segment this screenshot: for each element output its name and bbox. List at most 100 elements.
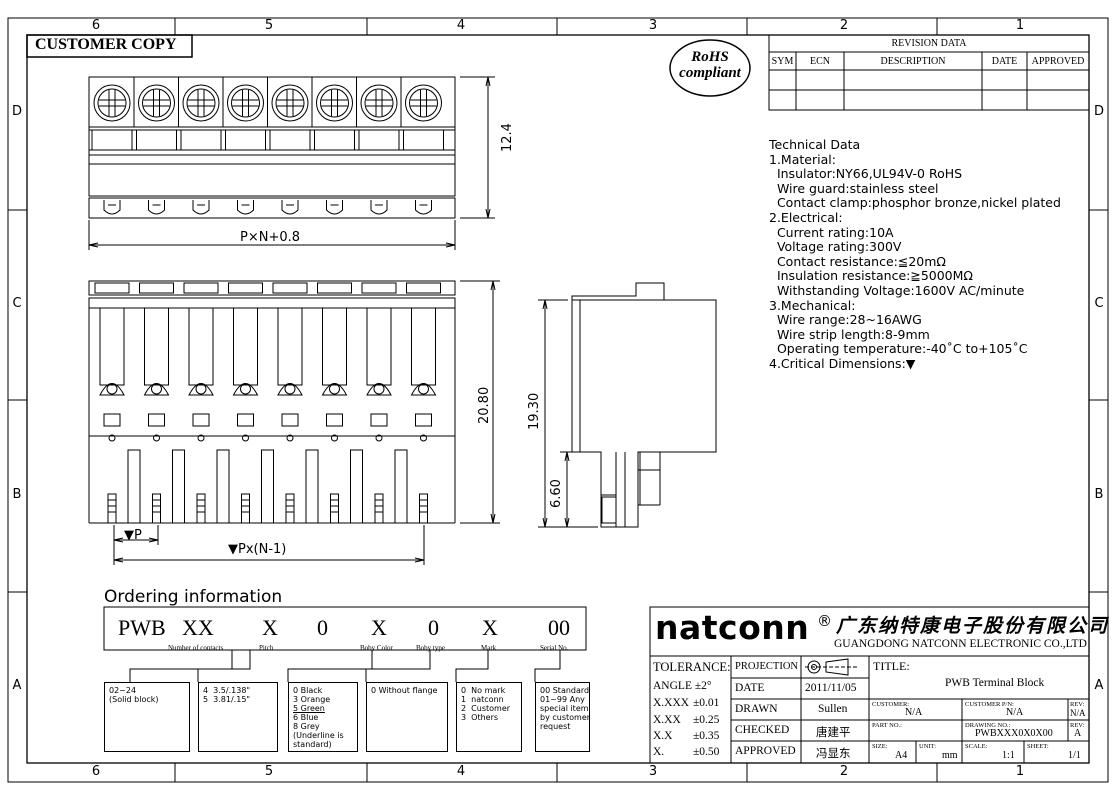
contact-tab	[415, 200, 432, 215]
front-hole	[284, 383, 296, 395]
front-hole	[329, 383, 340, 395]
revision-table	[768, 34, 1090, 111]
tech-line: 2.Electrical:	[769, 209, 843, 225]
front-dot	[375, 434, 383, 442]
option-serial: 00 Standard 01~99 Any special item by cu…	[535, 682, 590, 752]
front-dot	[420, 434, 427, 442]
front-slot	[233, 308, 258, 386]
date-value: 2011/11/05	[805, 682, 857, 694]
tol-x-val: ±0.50	[693, 746, 720, 758]
code-contacts: XX	[182, 615, 214, 640]
dim-pitch-span: ▼Px(N-1)	[228, 542, 287, 557]
screw-outer	[182, 84, 220, 122]
front-gap	[261, 449, 274, 524]
title-value: PWB Terminal Block	[945, 677, 1045, 689]
screw-outer	[405, 84, 442, 122]
wire-entry	[225, 129, 266, 151]
approved-label: APPROVED	[735, 745, 796, 757]
tol-xxx-val: ±0.25	[693, 714, 720, 726]
front-gap	[350, 449, 363, 524]
tol-xx: X.X	[653, 730, 673, 742]
zone-row-right-d: D	[1093, 104, 1104, 119]
front-pin	[152, 493, 161, 524]
front-hole	[418, 383, 429, 395]
rohs-line1: RoHS	[691, 49, 729, 65]
wire-entry	[180, 129, 222, 151]
zone-col-top-6: 6	[91, 18, 101, 33]
label-type: Boby type	[416, 644, 445, 652]
front-dot	[286, 434, 294, 442]
front-dot	[153, 434, 160, 442]
top-view	[88, 76, 495, 250]
size-value: A4	[895, 750, 908, 761]
tech-line: Current rating:10A	[769, 224, 894, 240]
code-type: 0	[428, 615, 439, 640]
checked-label: CHECKED	[735, 724, 790, 736]
contact-tab	[237, 200, 254, 215]
tech-line: Voltage rating:300V	[769, 239, 902, 255]
front-top-cell	[406, 282, 441, 294]
front-square	[415, 413, 432, 427]
front-slot	[277, 308, 303, 386]
dim-front-height: 20.80	[477, 386, 492, 424]
tech-line: 4.Critical Dimensions:▼	[769, 355, 916, 371]
label-serial: Serial No.	[540, 644, 569, 652]
rev-value-1: N/A	[1070, 708, 1086, 718]
front-slot	[144, 308, 169, 386]
revision-header-sym: SYM	[771, 56, 794, 67]
screw-outer	[138, 84, 175, 122]
tech-line: Wire strip length:8-9mm	[769, 326, 930, 342]
front-gap	[305, 449, 319, 524]
drawn-label: DRAWN	[735, 703, 778, 715]
code-serial: 00	[548, 615, 570, 640]
screw-outer	[316, 84, 353, 122]
tol-xx-val: ±0.35	[693, 730, 720, 742]
screw-outer	[227, 84, 264, 122]
title-block-lines	[649, 606, 1090, 764]
rohs-line2: compliant	[679, 65, 741, 81]
zone-row-left-b: B	[12, 487, 22, 502]
front-pin	[285, 493, 295, 524]
front-pin	[419, 493, 428, 524]
projection-label: PROJECTION	[735, 661, 799, 672]
code-mark: X	[482, 615, 498, 640]
zone-col-top-3: 3	[648, 18, 658, 33]
rev-value-2: A	[1074, 728, 1082, 739]
wire-entry	[269, 129, 311, 151]
screw-outer	[360, 84, 398, 122]
front-pin	[107, 493, 117, 524]
zone-col-bottom-5: 5	[264, 764, 274, 779]
front-square	[370, 413, 388, 427]
tech-line: Wire guard:stainless steel	[769, 180, 939, 196]
contact-tab	[326, 200, 343, 215]
customer-copy-label: CUSTOMER COPY	[35, 36, 177, 53]
contact-tab	[192, 200, 210, 215]
front-slot	[411, 308, 436, 386]
tech-line: 1.Material:	[769, 151, 836, 167]
screw-inner	[409, 88, 438, 118]
customer-pn-label: CUSTOMER P/N:	[965, 701, 1014, 708]
zone-row-right-c: C	[1094, 296, 1104, 311]
label-color: Boby Color	[360, 644, 393, 652]
tech-line: Technical Data	[769, 137, 861, 152]
front-gap	[216, 449, 230, 524]
tech-line: Contact clamp:phosphor bronze,nickel pla…	[769, 195, 1061, 211]
drawing-no-value: PWBXXX0X0X00	[975, 728, 1053, 739]
revision-header-description: DESCRIPTION	[880, 56, 946, 67]
zone-col-bottom-6: 6	[91, 764, 101, 779]
front-square	[192, 413, 210, 427]
wire-entry	[91, 129, 133, 151]
front-top-cell	[228, 282, 263, 294]
revision-header-ecn: ECN	[810, 56, 830, 67]
front-slot	[99, 308, 125, 386]
zone-col-bottom-4: 4	[456, 764, 466, 779]
revision-header-approved: APPROVED	[1031, 56, 1085, 67]
code-prefix: PWB	[118, 615, 166, 640]
tech-line: Operating temperature:-40˚C to+105˚C	[769, 341, 1028, 357]
dim-pitch: ▼P	[124, 528, 142, 543]
screw-outer	[271, 84, 309, 122]
company-name-en: GUANGDONG NATCONN ELECTRONIC CO.,LTD	[834, 638, 1087, 650]
front-square	[326, 413, 343, 427]
